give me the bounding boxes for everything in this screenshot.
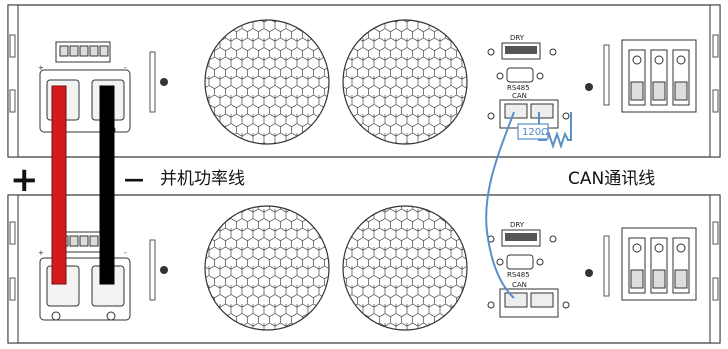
ac-terminal-block	[621, 39, 697, 113]
rs485-port	[506, 254, 534, 270]
legend-plus-symbol: +	[10, 160, 39, 200]
inverter-unit-bottom: + - DRY RS485 CAN	[7, 194, 721, 344]
minus-terminal-label: -	[124, 64, 127, 72]
communication-ports: DRY RS485 CAN	[487, 34, 570, 129]
can-cable	[485, 111, 515, 299]
resistor-value-label: 120Ω	[522, 127, 549, 138]
can-port-label: CAN	[512, 281, 527, 289]
can-line-label: CAN通讯线	[568, 169, 655, 189]
rs485-port-label: RS485	[507, 271, 530, 279]
can-port-label: CAN	[512, 92, 527, 100]
rs485-port-label: RS485	[507, 84, 530, 92]
legend-minus-symbol: —	[124, 167, 144, 191]
screw-icon	[585, 83, 593, 91]
dry-port-label: DRY	[510, 221, 525, 229]
positive-power-cable	[51, 85, 67, 285]
inverter-unit-top: + - DRY RS485 CAN	[7, 4, 721, 158]
dry-port-label: DRY	[510, 34, 525, 42]
screw-icon	[160, 78, 168, 86]
cooling-fan-left	[204, 205, 330, 331]
cooling-fan-right	[342, 205, 468, 331]
rs485-port	[506, 67, 534, 83]
plus-terminal-label: +	[38, 249, 44, 257]
cooling-fan-left	[204, 19, 330, 145]
communication-ports: DRY RS485 CAN	[487, 221, 570, 318]
negative-power-cable	[99, 85, 115, 285]
minus-terminal-label: -	[124, 249, 127, 257]
resistor-label-box	[517, 123, 549, 140]
screw-icon	[585, 269, 593, 277]
can-communication-wire: 120Ω	[485, 111, 572, 299]
cooling-fan-right	[342, 19, 468, 145]
plus-terminal-label: +	[38, 64, 44, 72]
parallel-power-cables	[51, 85, 115, 285]
screw-icon	[160, 266, 168, 274]
terminating-resistor	[538, 112, 572, 150]
legend: + — 并机功率线 CAN通讯线	[10, 160, 655, 200]
ac-terminal-block	[621, 227, 697, 301]
power-line-label: 并机功率线	[160, 169, 245, 189]
